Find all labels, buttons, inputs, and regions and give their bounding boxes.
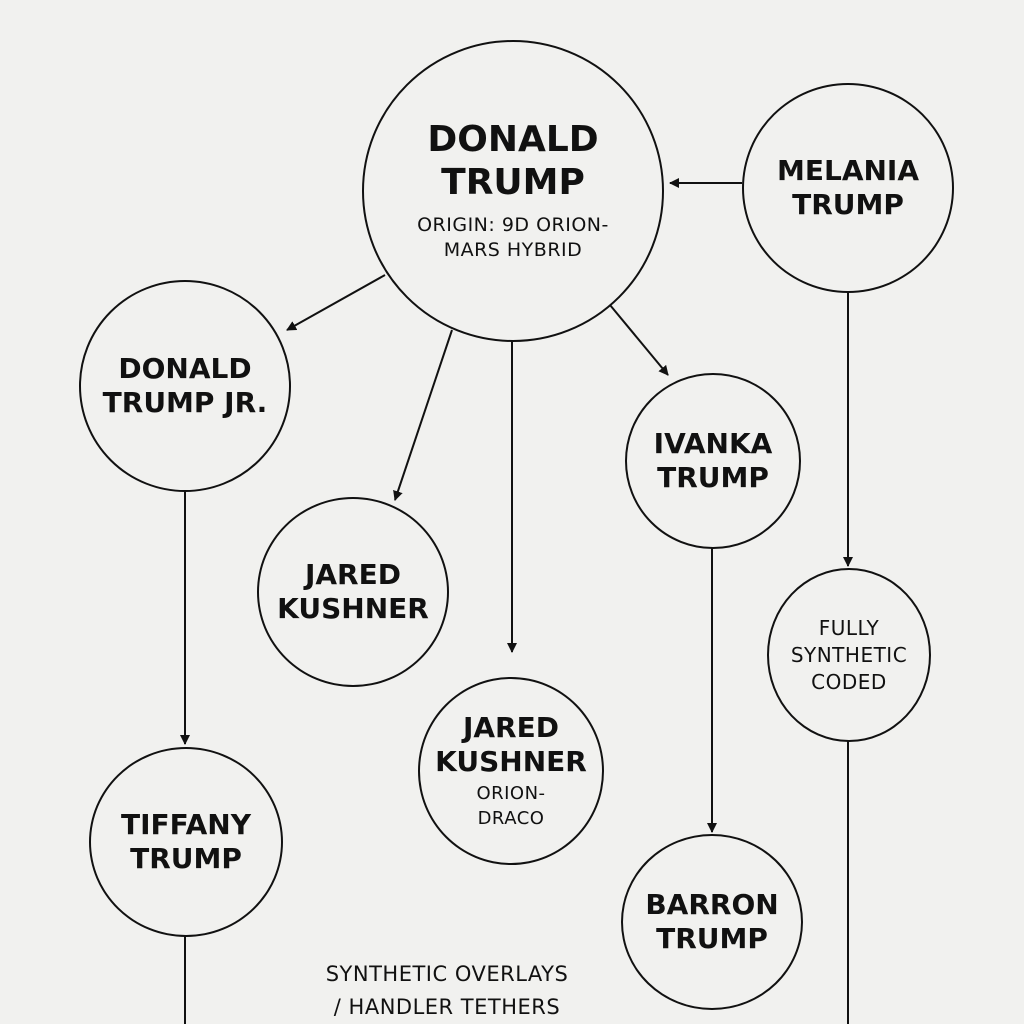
footer-label: SYNTHETIC OVERLAYS / HANDLER TETHERS (325, 962, 569, 1019)
node-ivanka-trump: IVANKA TRUMP (625, 373, 801, 549)
node-fully-synthetic: FULLY SYNTHETIC CODED (767, 568, 931, 742)
edge-donald-jr (286, 274, 386, 331)
node-subtitle: ORIGIN: 9D ORION- MARS HYBRID (417, 213, 609, 262)
node-title: TIFFANY TRUMP (121, 808, 251, 875)
node-title: JARED KUSHNER (435, 711, 587, 778)
node-donald-trump-jr: DONALD TRUMP JR. (79, 280, 291, 492)
node-title: BARRON TRUMP (645, 888, 779, 955)
node-jared-kushner-2: JARED KUSHNER ORION- DRACO (418, 677, 604, 865)
node-melania-trump: MELANIA TRUMP (742, 83, 954, 293)
node-jared-kushner-1: JARED KUSHNER (257, 497, 449, 687)
node-barron-trump: BARRON TRUMP (621, 834, 803, 1010)
node-title: DONALD TRUMP (427, 119, 599, 204)
node-tiffany-trump: TIFFANY TRUMP (89, 747, 283, 937)
edge-donald-jared1 (393, 329, 453, 501)
edge-donald-ivanka (609, 304, 669, 376)
node-title: IVANKA TRUMP (653, 427, 773, 494)
node-title: DONALD TRUMP JR. (102, 352, 268, 419)
node-subtitle: ORION- DRACO (476, 783, 546, 829)
node-title: FULLY SYNTHETIC CODED (790, 615, 908, 694)
node-title: JARED KUSHNER (277, 558, 429, 625)
node-donald-trump: DONALD TRUMP ORIGIN: 9D ORION- MARS HYBR… (362, 40, 664, 342)
node-title: MELANIA TRUMP (776, 154, 920, 221)
